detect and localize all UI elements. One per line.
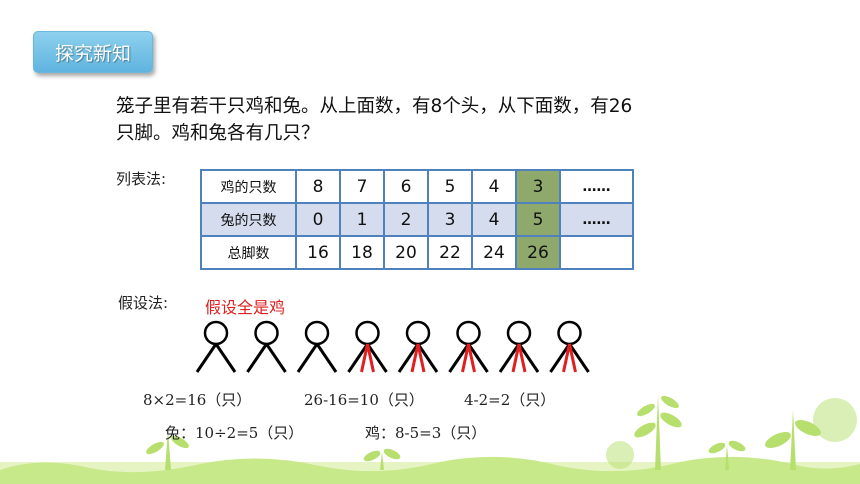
table-cell: 1: [339, 202, 385, 237]
extra-rabbit-leg: [461, 343, 470, 373]
chicken-figures: [195, 320, 590, 373]
extra-rabbit-leg: [511, 343, 521, 373]
section-badge: 探究新知: [33, 31, 153, 73]
assume-all-chicken-label: 假设全是鸡: [205, 298, 286, 317]
head-circle: [304, 320, 330, 346]
problem-line-2: 只脚。鸡和兔各有几只？: [116, 123, 320, 144]
table-cell: 0: [295, 202, 341, 237]
calc-remaining-legs: 26-16=10（只）: [304, 391, 424, 409]
extra-rabbit-leg: [410, 343, 420, 373]
chicken-leg: [246, 343, 268, 373]
calc-chicken-legs: 8×2=16（只）: [143, 391, 252, 409]
chicken-leg: [397, 343, 420, 373]
chicken-figure: [498, 320, 540, 373]
table-cell: 4: [471, 202, 517, 237]
chicken-figure: [549, 320, 590, 373]
chicken-leg: [195, 343, 218, 373]
table-cell: 2: [383, 202, 429, 237]
problem-text: 笼子里有若干只鸡和兔。从上面数，有8个头，从下面数，有26 只脚。鸡和兔各有几只…: [116, 93, 736, 147]
chicken-leg: [296, 343, 319, 373]
row-header: 总脚数: [200, 235, 297, 270]
table-method-label: 列表法:: [116, 170, 167, 188]
chicken-leg: [467, 343, 489, 373]
head-circle: [203, 320, 229, 346]
table-cell: 7: [339, 169, 385, 204]
extra-rabbit-leg: [366, 343, 375, 373]
row-header: 兔的只数: [200, 202, 297, 237]
assume-method-label: 假设法:: [118, 294, 169, 312]
ellipsis-cell: [559, 235, 634, 270]
chicken-leg: [568, 343, 590, 373]
head-circle: [254, 320, 279, 346]
chicken-leg: [265, 343, 287, 373]
head-circle: [405, 320, 431, 346]
section-title: 探究新知: [54, 43, 131, 65]
chicken-leg: [214, 343, 237, 373]
table-cell: 8: [295, 169, 341, 204]
extra-rabbit-leg: [360, 343, 369, 373]
calc-leg-difference: 4-2=2（只）: [464, 391, 556, 409]
chicken-leg: [416, 343, 439, 373]
row-header: 鸡的只数: [200, 169, 297, 204]
table-cell: 3: [515, 169, 561, 204]
chicken-figure: [246, 320, 287, 373]
chicken-figure: [397, 320, 439, 373]
chicken-figure: [195, 320, 237, 373]
chicken-leg: [549, 343, 571, 373]
problem-line-1: 笼子里有若干只鸡和兔。从上面数，有8个头，从下面数，有26: [116, 96, 633, 117]
extra-rabbit-leg: [467, 343, 476, 373]
extra-rabbit-leg: [416, 343, 426, 373]
table-cell: 3: [427, 202, 473, 237]
head-circle: [506, 320, 532, 346]
ellipsis-cell: ……: [559, 202, 634, 237]
chicken-leg: [517, 343, 540, 373]
table-cell: 6: [383, 169, 429, 204]
head-circle: [355, 320, 380, 346]
calc-chicken-count: 鸡：8-5=3（只）: [365, 424, 487, 442]
chicken-figure: [296, 320, 338, 373]
head-circle: [456, 320, 481, 346]
chicken-leg: [347, 343, 369, 373]
chicken-figure: [347, 320, 388, 373]
extra-rabbit-leg: [562, 343, 571, 373]
table-cell: 26: [515, 235, 561, 270]
chicken-leg: [448, 343, 470, 373]
table-cell: 4: [471, 169, 517, 204]
chicken-leg: [315, 343, 338, 373]
table-cell: 18: [339, 235, 385, 270]
extra-rabbit-leg: [568, 343, 577, 373]
ellipsis-cell: ……: [559, 169, 634, 204]
calc-rabbit-count: 兔：10÷2=5（只）: [165, 424, 304, 442]
head-circle: [557, 320, 582, 346]
table-cell: 5: [427, 169, 473, 204]
table-cell: 16: [295, 235, 341, 270]
table-cell: 22: [427, 235, 473, 270]
chicken-leg: [498, 343, 521, 373]
table-cell: 24: [471, 235, 517, 270]
chicken-figure: [448, 320, 489, 373]
table-cell: 20: [383, 235, 429, 270]
extra-rabbit-leg: [517, 343, 527, 373]
chicken-leg: [366, 343, 388, 373]
table-cell: 5: [515, 202, 561, 237]
